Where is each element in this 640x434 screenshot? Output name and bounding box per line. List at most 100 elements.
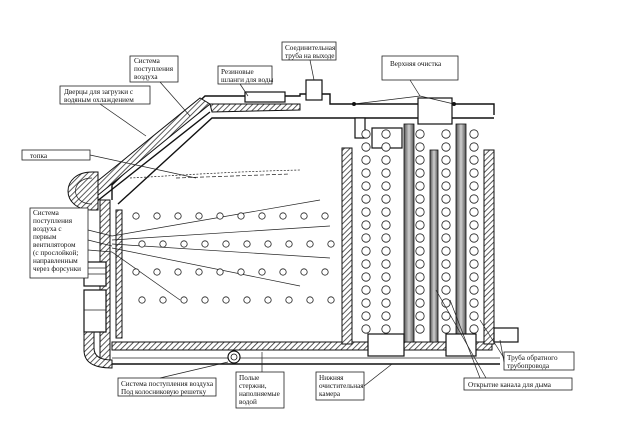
hole — [441, 259, 451, 269]
hole — [469, 194, 479, 204]
hole — [415, 272, 425, 282]
hole — [415, 155, 425, 165]
hole — [361, 259, 371, 269]
label-air-bottom-2: Под колосниковую решетку — [121, 388, 207, 396]
hole — [469, 259, 479, 269]
label-air-left-3: воздуха с — [33, 225, 62, 233]
lower-cleaning-chamber — [367, 333, 405, 357]
label-hollow-rods-1: Полые — [239, 374, 259, 382]
hole — [469, 155, 479, 165]
hole — [441, 246, 451, 256]
hole — [441, 194, 451, 204]
hole — [264, 240, 272, 248]
hole — [415, 142, 425, 152]
hole — [469, 272, 479, 282]
callouts: топка Система поступления воздуха Дверцы… — [21, 41, 575, 409]
hole — [441, 142, 451, 152]
hole — [361, 142, 371, 152]
hole — [381, 220, 391, 230]
hole — [441, 285, 451, 295]
hole — [361, 207, 371, 217]
hole — [153, 268, 161, 276]
label-air-system-top-2: поступления — [134, 65, 174, 73]
hole — [381, 155, 391, 165]
top-cleaning-hatch — [417, 97, 453, 125]
hole — [237, 268, 245, 276]
label-hollow-rods-4: водой — [239, 398, 257, 406]
label-connecting-pipe-2: труба на выходе — [285, 52, 334, 60]
hole — [415, 129, 425, 139]
hole — [195, 268, 203, 276]
hole — [258, 268, 266, 276]
hole — [381, 298, 391, 308]
hole — [361, 220, 371, 230]
hole — [469, 129, 479, 139]
label-smoke-channel: Открытие канала для дыма — [468, 381, 552, 389]
hole — [279, 212, 287, 220]
hole — [469, 233, 479, 243]
firebox-holes — [132, 212, 335, 304]
hole — [159, 240, 167, 248]
hole — [321, 268, 329, 276]
hole — [361, 272, 371, 282]
hole — [441, 324, 451, 334]
hole — [222, 296, 230, 304]
hole — [361, 298, 371, 308]
hole — [243, 296, 251, 304]
label-connecting-pipe-1: Соединительная — [285, 44, 336, 52]
hole — [327, 296, 335, 304]
label-lower-chamber-1: Нижняя — [319, 374, 344, 382]
hole — [132, 212, 140, 220]
hole — [361, 194, 371, 204]
hole — [469, 311, 479, 321]
label-air-left-8: через форсунки — [33, 265, 81, 273]
hole — [381, 142, 391, 152]
label-return-pipe-2: трубопровода — [507, 362, 550, 370]
hole — [441, 220, 451, 230]
hole — [174, 268, 182, 276]
hole — [415, 259, 425, 269]
hole — [361, 168, 371, 178]
label-rubber-hoses-2: шланги для воды — [221, 76, 273, 84]
hole — [153, 212, 161, 220]
hole — [138, 296, 146, 304]
label-rubber-hoses-1: Резиновые — [221, 68, 254, 76]
hole — [195, 212, 203, 220]
label-air-left-2: поступления — [33, 217, 73, 225]
hole — [321, 212, 329, 220]
hole — [415, 220, 425, 230]
hole — [441, 168, 451, 178]
hole — [279, 268, 287, 276]
hole — [216, 212, 224, 220]
hole — [469, 298, 479, 308]
hole — [258, 212, 266, 220]
hole — [469, 181, 479, 191]
hole — [469, 168, 479, 178]
hole — [441, 311, 451, 321]
hole — [361, 129, 371, 139]
label-air-bottom-1: Система поступления воздуха — [121, 380, 214, 388]
hole — [441, 129, 451, 139]
hole — [201, 240, 209, 248]
boiler-body — [67, 79, 519, 369]
hole — [381, 233, 391, 243]
hole — [415, 233, 425, 243]
hole — [285, 296, 293, 304]
hole — [180, 296, 188, 304]
hole — [285, 240, 293, 248]
hole — [441, 207, 451, 217]
hole — [138, 240, 146, 248]
label-hollow-rods-2: стержни, — [239, 382, 267, 390]
label-air-system-top-1: Система — [134, 57, 161, 65]
hole — [381, 207, 391, 217]
hole — [415, 285, 425, 295]
hole — [415, 181, 425, 191]
hole — [415, 194, 425, 204]
hole — [381, 181, 391, 191]
top-hose-box — [244, 91, 286, 103]
hole — [441, 155, 451, 165]
hole — [441, 233, 451, 243]
hole — [469, 285, 479, 295]
hole — [381, 324, 391, 334]
hole — [201, 296, 209, 304]
